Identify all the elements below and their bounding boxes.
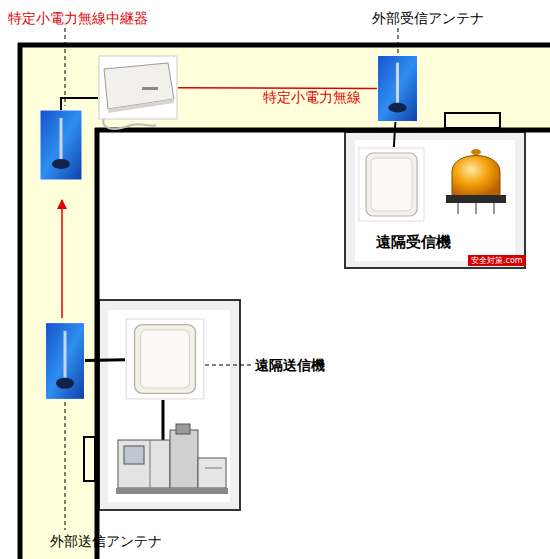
leader-line xyxy=(398,28,399,54)
device-frame xyxy=(359,148,424,221)
leader-line xyxy=(205,365,252,366)
node-label: 外部受信アンテナ xyxy=(372,10,484,26)
device-frame xyxy=(126,319,204,399)
repeater-node: 特定小電力無線中継器 xyxy=(98,55,178,120)
lamp-pin xyxy=(475,203,477,214)
door xyxy=(84,437,95,481)
connector xyxy=(178,87,377,89)
antenna-node: 外部送信アンテナ xyxy=(45,322,85,400)
antenna-panel xyxy=(46,323,85,400)
machine-head xyxy=(176,424,190,434)
receiver-panel xyxy=(355,140,515,261)
lamp-pin xyxy=(493,203,495,214)
repeater-badge xyxy=(142,87,158,90)
lamp-base xyxy=(446,195,506,203)
device-body xyxy=(135,325,196,394)
antenna-panel xyxy=(378,55,418,121)
device-cover xyxy=(371,158,412,211)
node-label: 遠隔送信機 xyxy=(255,357,325,373)
corridor xyxy=(22,47,550,559)
machine-line xyxy=(150,440,151,488)
device-node: 遠隔送信機 xyxy=(125,318,205,400)
edge-label: 特定小電力無線 xyxy=(263,89,361,105)
wall xyxy=(18,43,550,48)
antenna xyxy=(40,110,82,180)
antenna-base xyxy=(388,103,406,113)
machine-line xyxy=(205,468,222,469)
machine-body xyxy=(118,440,170,488)
wire xyxy=(61,98,98,110)
machine-column xyxy=(170,430,198,488)
node-label: 外部送信アンテナ xyxy=(50,533,162,549)
receiver-room xyxy=(345,132,525,268)
machine-table xyxy=(198,458,226,488)
node-label: 遠隔受信機 xyxy=(376,234,451,250)
radio-arrow xyxy=(61,200,63,318)
wall xyxy=(95,128,100,559)
machine-window xyxy=(124,446,144,464)
antenna-rod xyxy=(396,63,399,103)
wire xyxy=(162,400,165,440)
device-body xyxy=(366,153,417,216)
connector xyxy=(394,122,396,147)
lamp-frame xyxy=(442,148,512,218)
antenna-node: 外部受信アンテナ xyxy=(377,55,418,122)
machine-base xyxy=(116,488,228,494)
door xyxy=(445,113,500,128)
node-label: 特定小電力無線中継器 xyxy=(8,10,148,26)
antenna-base xyxy=(56,378,74,389)
antenna-rod xyxy=(64,331,67,378)
repeater-frame xyxy=(99,56,177,119)
repeater-side xyxy=(108,99,174,113)
leader-line xyxy=(65,28,66,106)
transmitter-room xyxy=(99,300,240,510)
rotating-lamp xyxy=(452,156,500,197)
antenna-base xyxy=(52,159,70,169)
transmitter-panel xyxy=(108,310,230,502)
device-node: 遠隔受信機 xyxy=(358,147,425,222)
device-cover xyxy=(141,330,190,388)
lamp-pin xyxy=(457,203,459,214)
usb-cable xyxy=(103,118,156,129)
antenna-rod xyxy=(60,118,63,160)
watermark: 安全対策.com xyxy=(468,255,526,266)
leader-line xyxy=(65,402,66,530)
connector xyxy=(85,358,125,362)
lamp-cap xyxy=(471,149,481,155)
wall xyxy=(18,43,23,559)
